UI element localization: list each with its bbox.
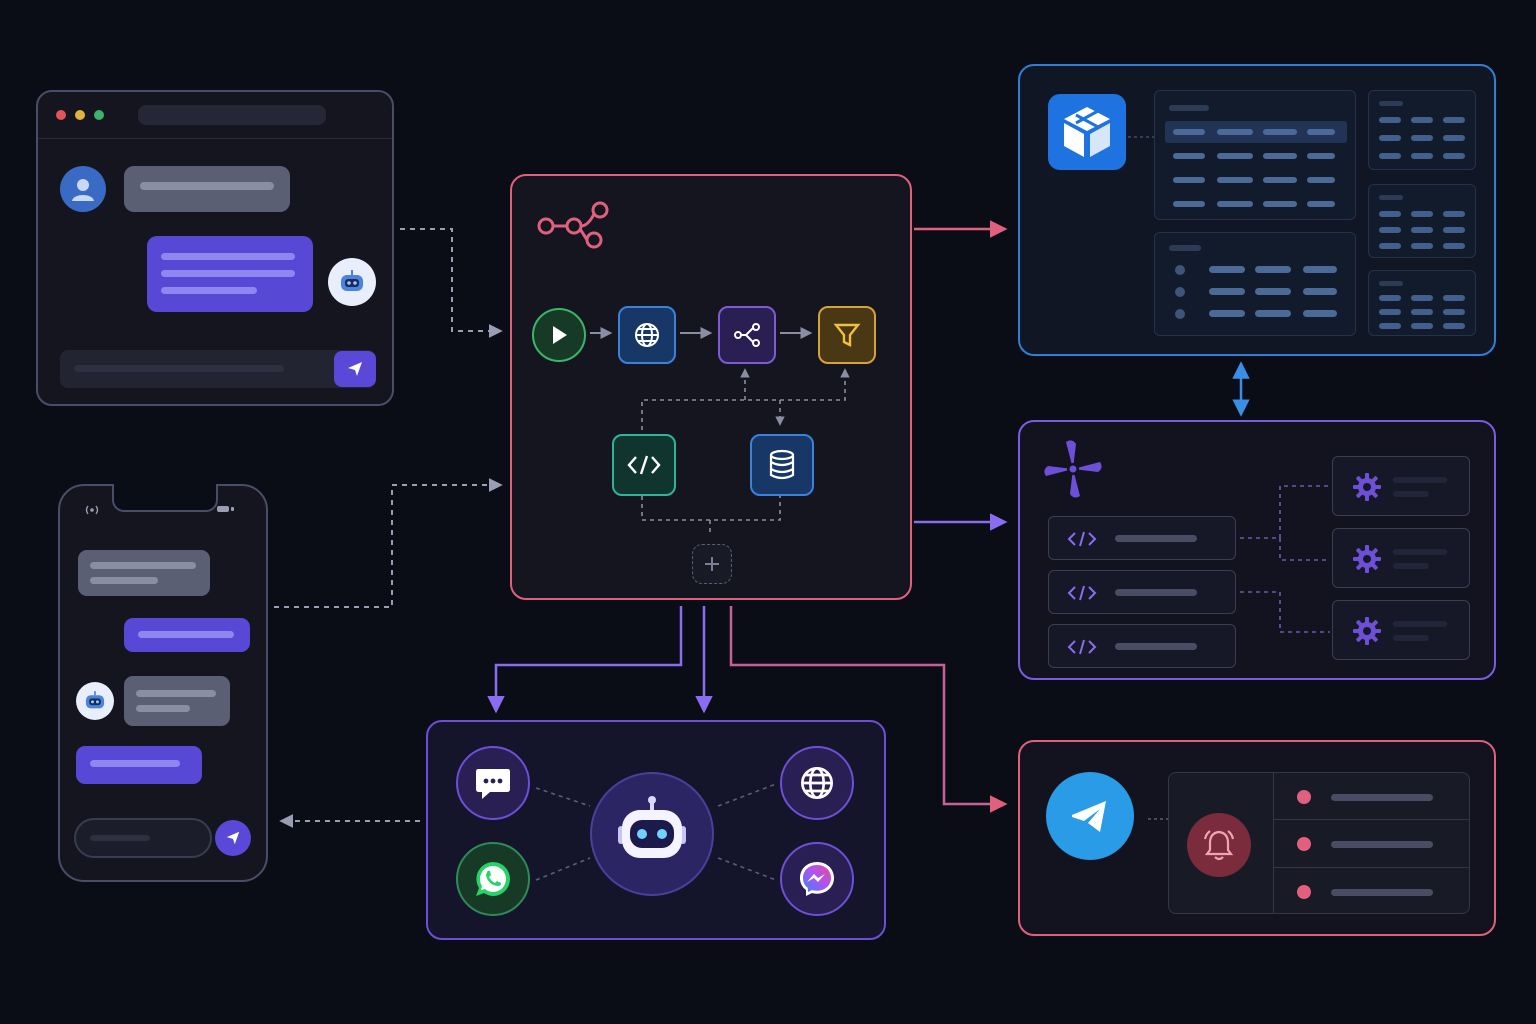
whatsapp-icon [476,862,510,896]
signal-icon [85,505,99,515]
user-message-bubble [124,166,290,212]
web-channel[interactable] [780,746,854,820]
database-panel [1018,64,1496,356]
filter-node[interactable] [818,306,876,364]
plus-icon [705,557,719,571]
alert-dot [1297,790,1311,804]
robot-icon [85,691,105,709]
alert-item-1[interactable] [1275,773,1469,819]
notifications-panel [1018,740,1496,936]
message-input[interactable] [60,350,376,388]
globe-icon [635,323,659,347]
robot-icon [341,270,363,291]
telegram-logo[interactable] [1046,772,1134,860]
cube-app-tile[interactable] [1048,94,1126,170]
desktop-chat-window [36,90,394,406]
phone-bot-bubble-2 [76,746,202,784]
chat-channel[interactable] [456,746,530,820]
function-row-1[interactable] [1048,516,1236,560]
function-row-3[interactable] [1048,624,1236,668]
workflow-connectors [590,327,850,534]
data-table-1[interactable] [1154,90,1356,220]
settings-card-3[interactable] [1332,600,1470,660]
gear-icon [1353,617,1381,645]
phone-notch [112,484,218,512]
phone-bot-bubble-1 [124,618,250,652]
function-links [1240,485,1330,633]
user-avatar [60,166,106,212]
window-maximize-dot[interactable] [94,110,104,120]
alert-dot [1297,885,1311,899]
router-node[interactable] [718,306,776,364]
address-bar[interactable] [138,105,326,125]
database-icon [769,449,795,480]
code-icon [1067,585,1097,601]
user-icon [72,179,94,201]
code-icon [627,455,661,475]
function-row-2[interactable] [1048,570,1236,614]
phone-bot-avatar [76,682,114,720]
connector-workflow-to-channels-a [487,606,683,714]
mobile-phone [58,484,268,882]
send-icon [226,831,240,845]
phone-message-input[interactable] [74,818,212,858]
alert-item-2[interactable] [1275,820,1469,866]
connector-workflow-to-notifications [729,606,1008,813]
code-icon [1067,639,1097,655]
settings-card-1[interactable] [1332,456,1470,516]
bell-icon [1203,830,1235,861]
telegram-icon [1072,801,1106,832]
phone-send-button[interactable] [215,820,251,856]
cube-icon [1064,107,1110,157]
pinwheel-icon [1044,440,1102,498]
n8n-nodes-icon [537,201,609,249]
workflow-panel [510,174,912,600]
chat-bubble-icon [476,769,510,799]
data-table-3[interactable] [1368,90,1476,170]
window-titlebar [38,92,392,139]
http-request-node[interactable] [618,306,676,364]
channels-panel [426,720,886,940]
window-minimize-dot[interactable] [75,110,85,120]
code-icon [1067,531,1097,547]
settings-card-2[interactable] [1332,528,1470,588]
gear-icon [1353,545,1381,573]
data-table-4[interactable] [1368,184,1476,258]
filter-icon [833,323,861,347]
data-table-5[interactable] [1368,270,1476,336]
add-node-button[interactable] [692,544,732,584]
bot-avatar [328,258,376,306]
workflow-logo [537,201,609,249]
bot-message-bubble [147,236,313,312]
trigger-node[interactable] [532,308,586,362]
phone-user-bubble-1 [78,550,210,596]
window-close-dot[interactable] [56,110,66,120]
plugins-panel [1018,420,1496,680]
alert-dot [1297,837,1311,851]
data-table-2[interactable] [1154,232,1356,336]
database-node[interactable] [750,434,814,496]
phone-user-bubble-2 [124,676,230,726]
code-node[interactable] [612,434,676,496]
connector-desktop-to-workflow [400,228,503,338]
send-icon [348,362,362,376]
connector-phone-to-workflow [274,478,503,608]
play-icon [553,326,567,344]
branch-icon [734,323,760,347]
alert-box [1168,772,1470,914]
messenger-channel[interactable] [780,842,854,916]
robot-icon [618,796,686,858]
gear-icon [1353,473,1381,501]
globe-icon [801,767,833,799]
battery-icon [217,506,234,512]
send-button[interactable] [334,351,376,387]
messenger-icon [800,862,834,896]
alert-bell[interactable] [1187,813,1251,877]
bot-hub[interactable] [590,772,714,896]
alert-item-3[interactable] [1275,868,1469,914]
whatsapp-channel[interactable] [456,842,530,916]
